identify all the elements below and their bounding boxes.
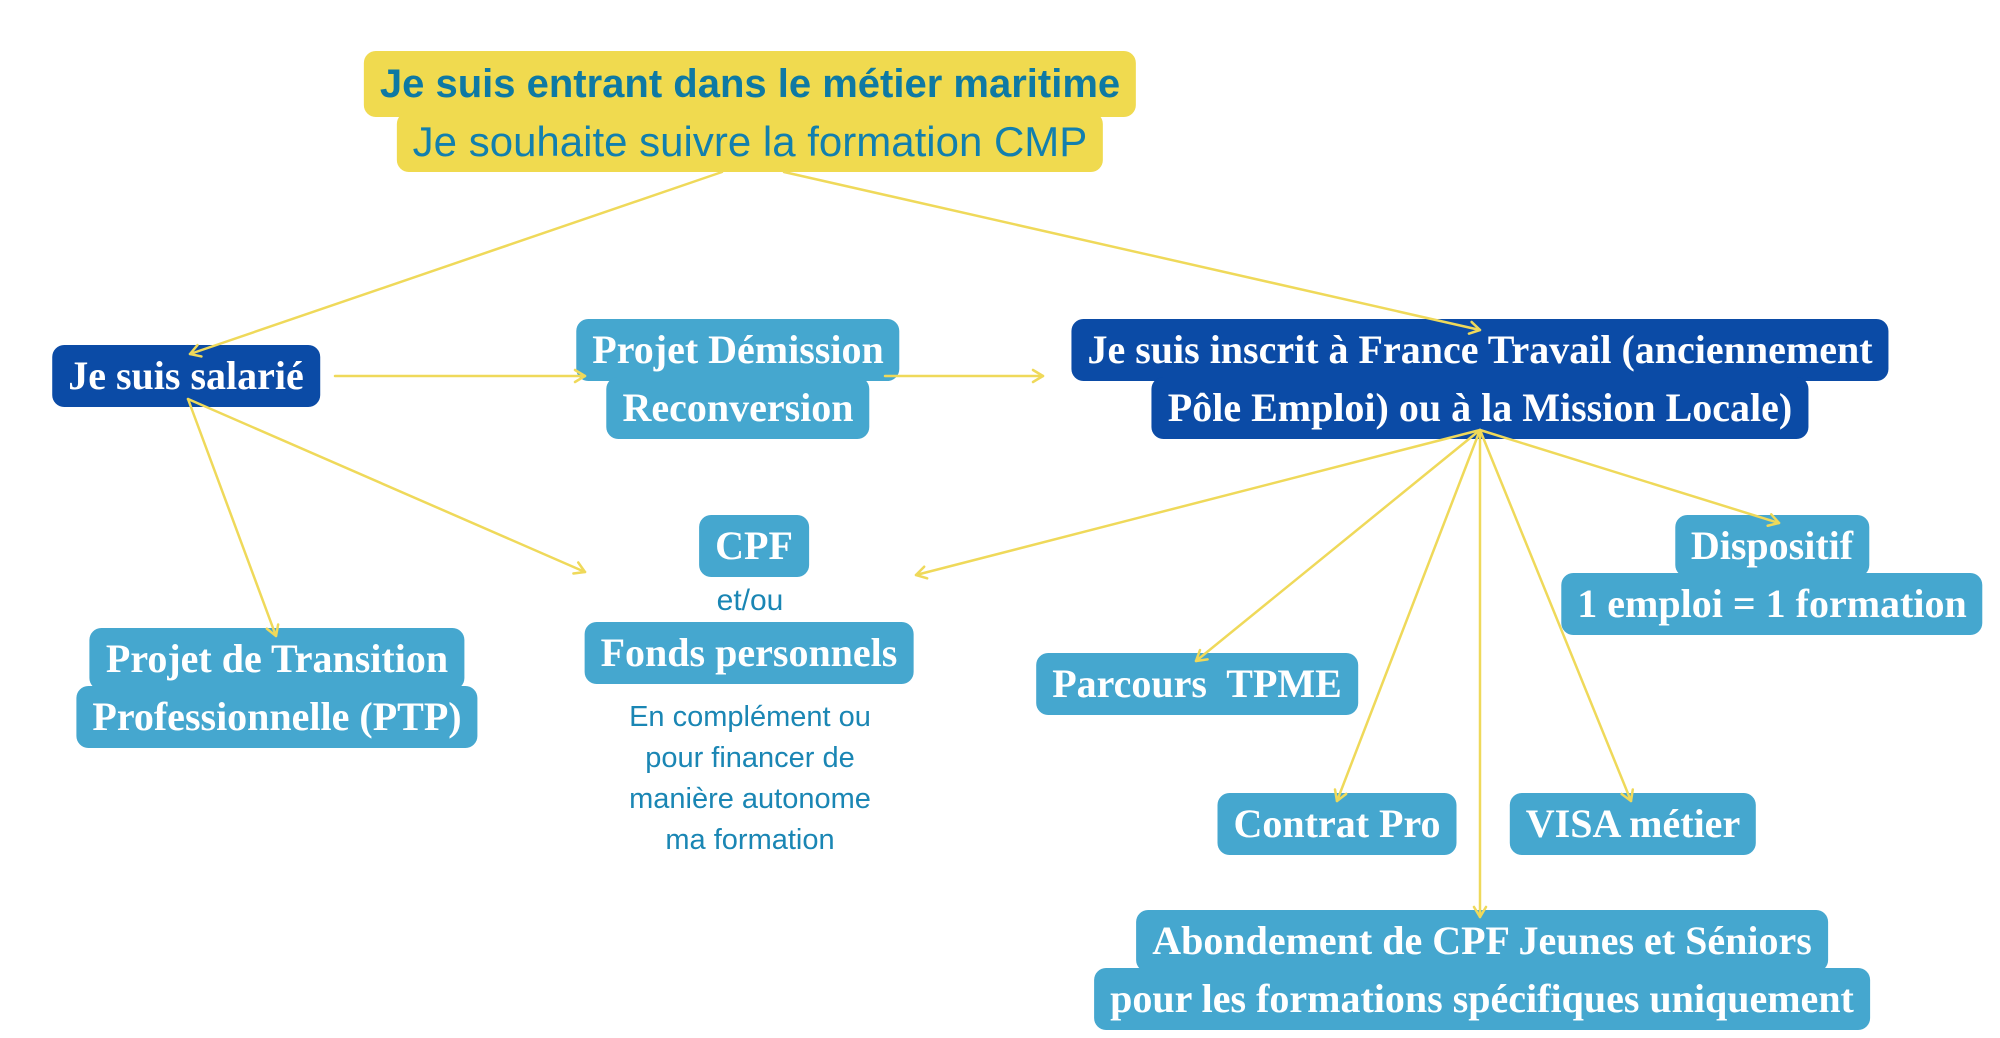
- node-projet-demission-line2: Reconversion: [606, 377, 870, 439]
- node-cpf-label: CPF: [699, 515, 809, 577]
- node-fonds-personnels-label: Fonds personnels: [584, 622, 914, 684]
- arrow-root-to-france-travail: [782, 170, 1482, 335]
- arrow-salarie-to-cpf-fonds: [186, 397, 587, 575]
- node-ptp-line2: Professionnelle (PTP): [76, 686, 478, 748]
- note-line: manière autonome: [629, 783, 871, 815]
- node-dispositif-line1: Dispositif: [1674, 515, 1870, 577]
- node-dispositif: Dispositif 1 emploi = 1 formation: [1561, 515, 1983, 635]
- note-line: ma formation: [665, 824, 835, 856]
- node-ptp-line1: Projet de Transition: [89, 628, 465, 690]
- fonds-personnels-note: En complément ou pour financer de manièr…: [629, 697, 871, 861]
- node-abondement-cpf-line1: Abondement de CPF Jeunes et Séniors: [1136, 910, 1828, 972]
- node-projet-demission-line1: Projet Démission: [576, 319, 900, 381]
- node-dispositif-line2: 1 emploi = 1 formation: [1561, 573, 1983, 635]
- arrow-salarie-to-ptp: [186, 397, 280, 638]
- node-parcours-tpme-label: Parcours TPME: [1036, 653, 1358, 715]
- connector-et-ou: et/ou: [716, 584, 784, 617]
- node-contrat-pro-label: Contrat Pro: [1217, 793, 1457, 855]
- root-node-entrant-cmp: Je suis entrant dans le métier maritime …: [363, 51, 1137, 172]
- arrow-france-to-contrat-pro: [1333, 428, 1482, 803]
- node-france-travail-line2: Pôle Emploi) ou à la Mission Locale): [1151, 377, 1809, 439]
- arrow-france-to-dispositif: [1478, 428, 1781, 528]
- note-line: En complément ou: [629, 701, 871, 733]
- node-cpf: CPF: [699, 515, 809, 577]
- node-visa-metier-label: VISA métier: [1509, 793, 1757, 855]
- node-salarie-label: Je suis salarié: [52, 345, 320, 407]
- root-title: Je suis entrant dans le métier maritime: [363, 51, 1137, 117]
- node-fonds-personnels: Fonds personnels: [584, 622, 914, 684]
- node-ptp: Projet de Transition Professionnelle (PT…: [76, 628, 478, 748]
- node-france-travail: Je suis inscrit à France Travail (ancien…: [1071, 319, 1889, 439]
- node-projet-demission: Projet Démission Reconversion: [576, 319, 900, 439]
- node-france-travail-line1: Je suis inscrit à France Travail (ancien…: [1071, 319, 1889, 381]
- note-line: pour financer de: [645, 742, 855, 774]
- node-abondement-cpf-line2: pour les formations spécifiques uniqueme…: [1094, 968, 1870, 1030]
- node-contrat-pro: Contrat Pro: [1217, 793, 1457, 855]
- root-subtitle: Je souhaite suivre la formation CMP: [396, 112, 1104, 172]
- arrow-france-to-cpf-fonds: [914, 428, 1482, 580]
- node-parcours-tpme: Parcours TPME: [1036, 653, 1358, 715]
- node-visa-metier: VISA métier: [1509, 793, 1757, 855]
- node-abondement-cpf: Abondement de CPF Jeunes et Séniors pour…: [1094, 910, 1870, 1030]
- arrow-france-to-tpme: [1194, 428, 1482, 663]
- node-salarie: Je suis salarié: [52, 345, 320, 407]
